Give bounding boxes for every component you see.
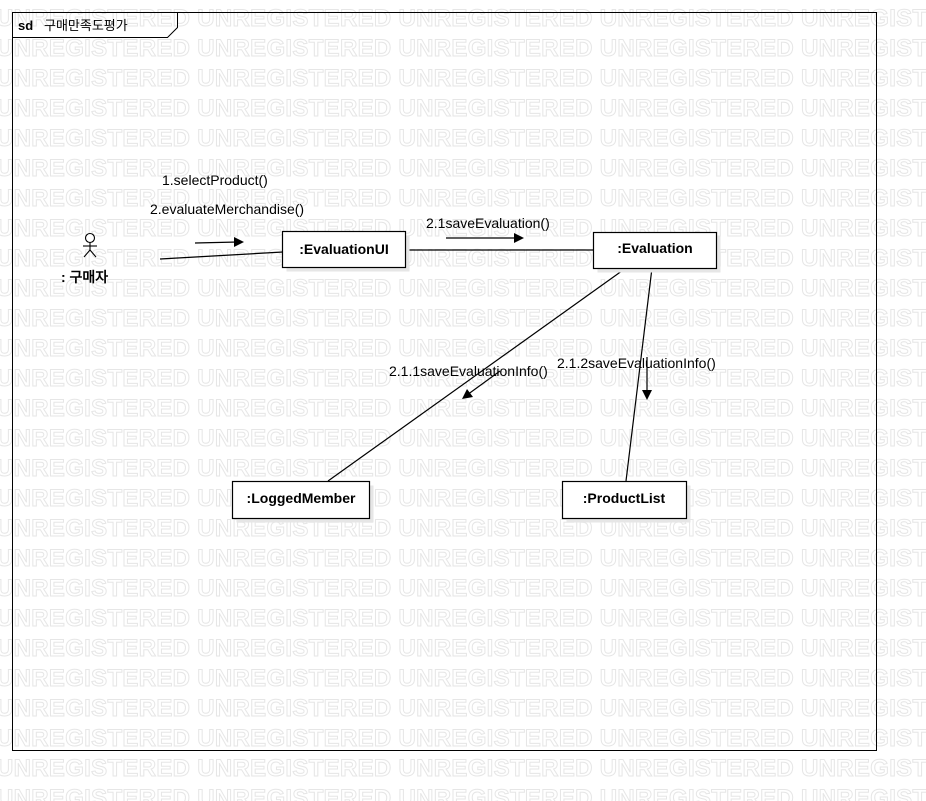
arrow-evaluation-to-loggedmember bbox=[462, 370, 501, 399]
link-evaluation-loggedmember[interactable] bbox=[327, 267, 627, 482]
object-evaluation-label: :Evaluation bbox=[617, 240, 692, 256]
arrow-actor-to-evaluationui bbox=[194, 237, 244, 247]
arrow-evaluation-to-productlist bbox=[642, 357, 652, 400]
message-save-evaluation-info-2: 2.1.2saveEvaluationInfo() bbox=[557, 355, 716, 371]
object-evaluationui[interactable]: :EvaluationUI bbox=[281, 230, 410, 272]
object-evaluationui-label: :EvaluationUI bbox=[299, 241, 388, 257]
message-select-product: 1.selectProduct() bbox=[162, 172, 268, 188]
message-save-evaluation: 2.1saveEvaluation() bbox=[426, 215, 550, 231]
actor-label: : 구매자 bbox=[61, 269, 108, 285]
frame-title: 구매만족도평가 bbox=[44, 18, 128, 33]
object-loggedmember[interactable]: :LoggedMember bbox=[231, 480, 374, 523]
object-evaluation[interactable]: :Evaluation bbox=[592, 231, 721, 273]
object-productlist-label: :ProductList bbox=[583, 490, 666, 506]
arrow-evaluationui-to-evaluation bbox=[446, 233, 524, 243]
message-save-evaluation-info-1: 2.1.1saveEvaluationInfo() bbox=[389, 363, 548, 379]
link-evaluation-productlist[interactable] bbox=[625, 267, 653, 482]
message-evaluate-merchandise: 2.evaluateMerchandise() bbox=[150, 201, 304, 217]
link-actor-evaluationui[interactable] bbox=[159, 251, 284, 260]
frame-keyword: sd bbox=[18, 18, 33, 33]
actor-icon[interactable] bbox=[83, 232, 97, 258]
object-loggedmember-label: :LoggedMember bbox=[247, 490, 356, 506]
object-productlist[interactable]: :ProductList bbox=[561, 480, 691, 523]
frame-tab bbox=[12, 12, 178, 38]
diagram-frame bbox=[12, 12, 877, 751]
